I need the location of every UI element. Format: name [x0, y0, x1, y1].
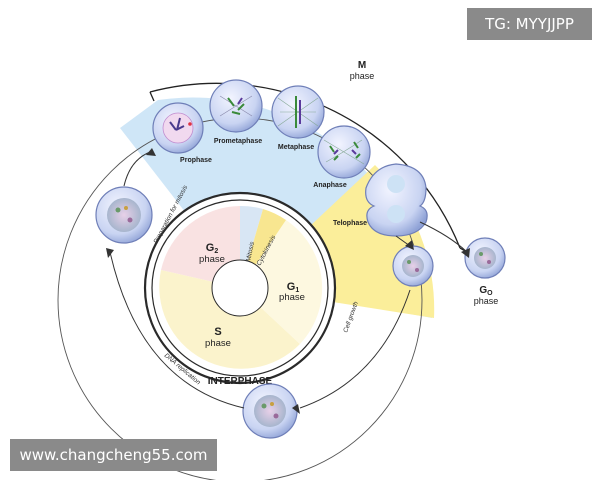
arrow-head-daughter: [405, 240, 414, 250]
stage-label-anaphase: Anaphase: [313, 182, 347, 189]
watermark-bottom: www.changcheng55.com: [10, 439, 217, 471]
stage-label-prophase: Prophase: [180, 157, 212, 164]
mitosis-label: Mitosis: [245, 240, 256, 262]
arrow-head-g2: [106, 248, 114, 258]
g0-phase-label: GO: [479, 285, 493, 297]
arrow-to-g0: [419, 221, 468, 253]
g2-cell: [95, 186, 153, 244]
arrow-head-s: [292, 404, 300, 414]
stage-label-prometaphase: Prometaphase: [214, 138, 262, 145]
arrow-head-g0: [461, 248, 470, 258]
g1-phase-word: phase: [279, 292, 305, 303]
s-phase-word: phase: [205, 338, 231, 349]
interphase-label: INTERPHASE: [208, 376, 273, 387]
metaphase-cell: [271, 85, 325, 139]
telophase-cell: [365, 163, 428, 237]
m-phase-letter: M: [358, 60, 366, 71]
arrow-head-prophase: [146, 148, 156, 156]
m-arc-tick-left: [149, 91, 155, 102]
arrow-s-to-g2: [109, 251, 245, 409]
prometaphase-cell: [209, 79, 263, 133]
m-phase-word: phase: [350, 71, 375, 81]
arrow-daughter-to-s: [299, 289, 411, 409]
arrow-g2-to-prophase: [123, 151, 151, 187]
g0-phase-word: phase: [474, 296, 499, 306]
anaphase-cell: [317, 125, 371, 179]
prophase-cell: [152, 102, 204, 154]
s-sector: [159, 270, 300, 369]
g0-cell: [464, 237, 506, 279]
stage-label-metaphase: Metaphase: [278, 144, 314, 151]
g2-phase-label: G2: [206, 242, 219, 255]
g1-sector: [240, 220, 323, 344]
g1-phase-label: G1: [287, 281, 300, 294]
stage-label-telophase: Telophase: [333, 220, 367, 227]
s-phase-label: S: [214, 326, 221, 338]
interphase-center-hole: [211, 259, 269, 317]
cell-growth-label: Cell growth: [342, 300, 360, 333]
watermark-top: TG: MYYJJPP: [467, 8, 592, 40]
s-cell: [242, 383, 298, 439]
g2-phase-word: phase: [199, 254, 225, 265]
daughter-cell: [392, 245, 434, 287]
m-phase-outer-arc: [149, 82, 461, 249]
